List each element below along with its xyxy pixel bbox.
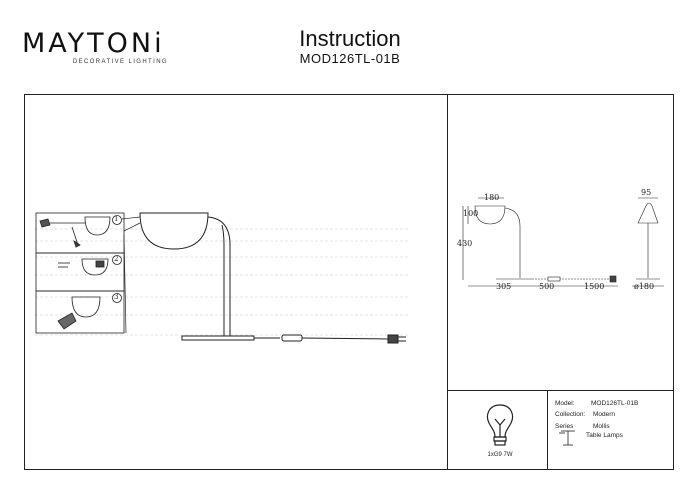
dim-shade [474,205,506,225]
spec-model-value: MOD126TL-01B [591,400,639,407]
header: Instruction MOD126TL-01B [270,27,430,67]
dim-arm [504,207,521,278]
step-1-number: 1 [114,215,119,223]
spec-type-value: Table Lamps [586,432,623,439]
bulb-icon [486,404,514,446]
dim-shade-width: 180 [484,193,500,202]
table-lamp-icon [559,430,575,446]
dim-cable-length: 1500 [584,282,605,291]
spec-divider [547,390,548,470]
spec-collection-label: Collection: [555,411,586,418]
dim-arm-length: 500 [539,282,555,291]
step-2-illustration [58,258,109,276]
dim-side-width: 95 [641,188,652,197]
logo-wordmark: MAYTONi [22,28,165,59]
bulb-spec: 1xG9 7W [487,452,513,458]
dimension-drawing [462,197,664,287]
step-marker [112,215,122,225]
brand-logo: MAYTONi DECORATIVE LIGHTING [22,30,172,74]
step-1-illustration [39,216,111,248]
dim-base-offset: 305 [496,282,512,291]
step-markers [112,215,122,303]
vertical-divider [447,94,448,470]
lamp-drawing [139,212,406,344]
dim-base-diameter: ø180 [634,282,655,291]
step-3-illustration [57,296,101,330]
page-title: Instruction [299,26,401,51]
dim-shade-height: 100 [463,209,479,218]
spec-series-label: Series [555,423,574,430]
spec-model-label: Model: [555,400,575,407]
model-code: MOD126TL-01B [299,51,401,66]
dim-plug [609,275,617,283]
logo-tagline: DECORATIVE LIGHTING [72,59,168,65]
step-marker [112,293,122,303]
spec-collection-value: Modern [593,411,616,418]
callout-lines [121,216,141,334]
dim-switch [547,276,561,282]
assembly-drawing [35,212,410,344]
horizontal-divider [447,390,674,391]
background-hatching [35,228,410,336]
step-panels [35,212,125,334]
step-3-number: 3 [114,293,119,301]
side-view-shade [637,202,659,224]
spec-series-value: Mollis [593,423,610,430]
dim-total-height: 430 [457,239,473,248]
drawing-frame [24,94,674,470]
step-2-number: 2 [114,255,119,263]
step-marker [112,255,122,265]
